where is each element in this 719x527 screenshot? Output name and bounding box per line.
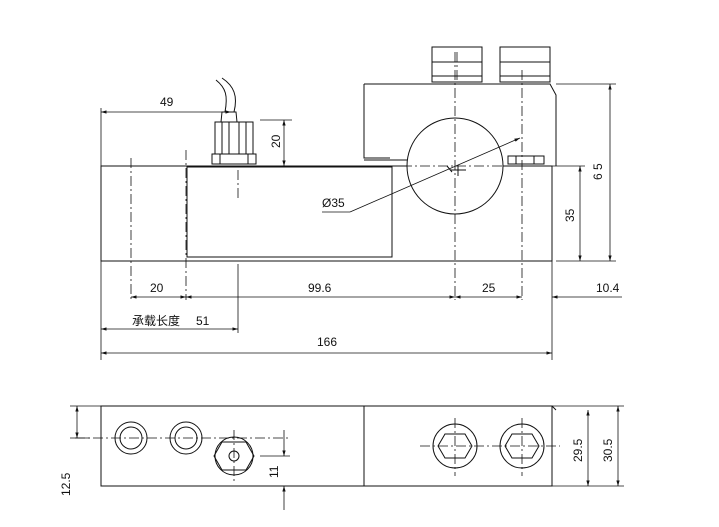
- side-view: [70, 405, 624, 487]
- dim-166: 166: [317, 335, 337, 349]
- dim-35: 35: [563, 208, 577, 222]
- load-length-value: 51: [196, 314, 210, 328]
- cable-gland: [211, 77, 257, 165]
- cable: [215, 77, 236, 113]
- dim-99-6: 99.6: [308, 281, 332, 295]
- side-body: [100, 405, 553, 487]
- load-length-label: 承载长度: [132, 313, 180, 328]
- bolt-head-right: [499, 46, 551, 83]
- front-dimensions: [101, 84, 622, 355]
- dim-65: 6 5: [591, 163, 605, 180]
- dim-dia-35: Ø35: [322, 196, 345, 210]
- dim-30-5: 30.5: [601, 438, 615, 462]
- side-dimensions: [75, 406, 620, 510]
- dim-11: 11: [267, 465, 281, 478]
- dim-12-5: 12.5: [59, 472, 73, 496]
- dim-49: 49: [160, 95, 174, 109]
- dim-10-4: 10.4: [596, 281, 620, 295]
- dim-20-height: 20: [269, 134, 283, 148]
- dim-20-left: 20: [150, 281, 164, 295]
- dim-25: 25: [482, 281, 496, 295]
- dim-29-5: 29.5: [571, 438, 585, 462]
- boss: [507, 155, 545, 165]
- strain-pocket: [186, 166, 393, 258]
